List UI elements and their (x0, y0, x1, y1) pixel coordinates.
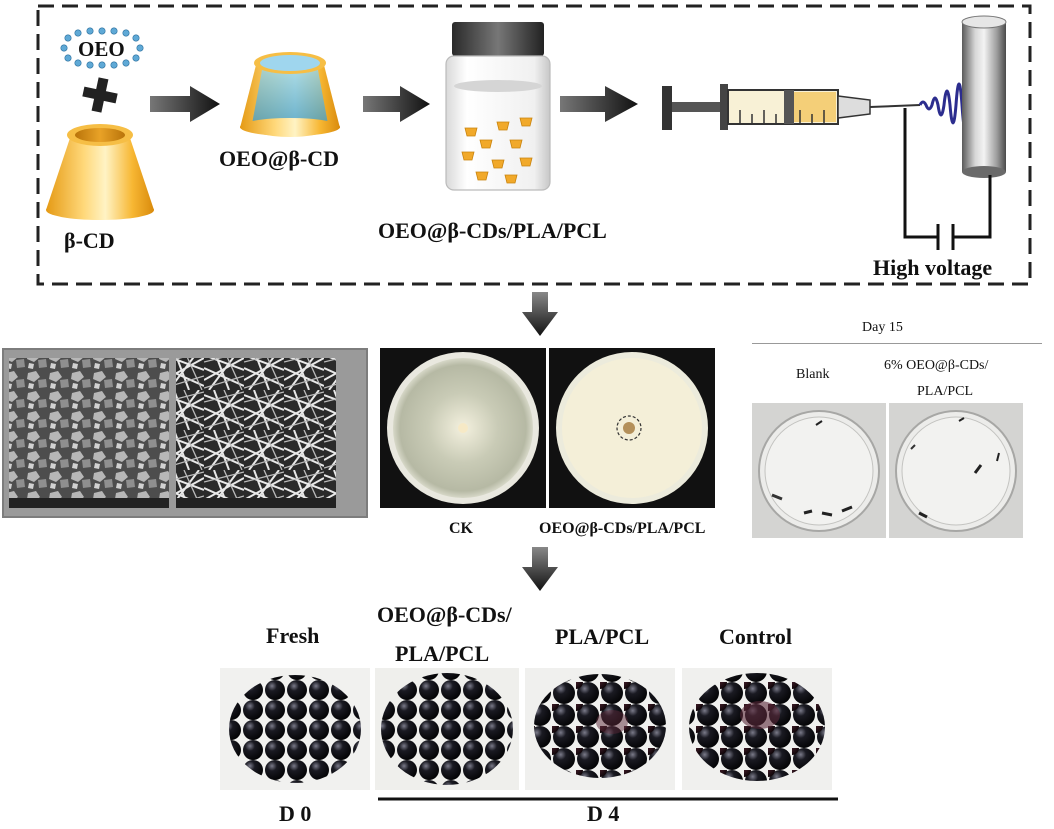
oeo-beta-cd-complex-icon (240, 52, 340, 137)
arrow-right-icon (363, 86, 430, 122)
day15-title: Day 15 (862, 320, 903, 335)
oeo-beta-cd-label: OEO@β-CD (219, 146, 340, 171)
blank-dish-photo (752, 403, 886, 538)
treated-dish-label-line2: PLA/PCL (917, 384, 974, 399)
fresh-label: Fresh (266, 623, 320, 648)
control-berry-label: Control (719, 624, 792, 649)
arrow-down-icon (522, 547, 558, 591)
sem-micrographs (9, 358, 336, 508)
d4-label: D 4 (587, 801, 620, 826)
spinning-solution-vial-icon (445, 22, 551, 191)
oeo-droplets (60, 27, 144, 69)
treated-plate-photo (549, 348, 715, 508)
d0-label: D 0 (279, 801, 312, 826)
plus-icon (82, 77, 118, 113)
syringe-icon (662, 84, 921, 130)
beta-cd-cone-icon (46, 124, 154, 220)
blank-label: Blank (796, 367, 830, 382)
ck-plate-photo (380, 348, 546, 508)
fabrication-scheme-panel (36, 4, 1032, 286)
arrow-right-icon (150, 86, 220, 122)
dashed-border (36, 4, 1032, 286)
arrow-right-icon (560, 86, 638, 122)
arrow-down-icon (522, 292, 558, 336)
beta-cd-label: β-CD (64, 228, 115, 253)
treated-dish-photo (889, 403, 1023, 538)
ck-label: CK (449, 520, 473, 537)
high-voltage-label: High voltage (873, 255, 993, 280)
oeo-label: OEO (78, 37, 125, 61)
oeo-berry-label-line2: PLA/PCL (395, 641, 490, 666)
plapcl-berry-label: PLA/PCL (555, 624, 650, 649)
day15-divider (752, 343, 1042, 344)
high-voltage-circuit (903, 108, 992, 250)
sem-images-frame (2, 348, 368, 518)
treated-dish-label-line1: 6% OEO@β-CDs/ (884, 358, 989, 373)
solution-label: OEO@β-CDs/PLA/PCL (378, 218, 607, 243)
oeo-berry-label-line1: OEO@β-CDs/ (377, 602, 512, 627)
treated-plate-label: OEO@β-CDs/PLA/PCL (539, 520, 706, 537)
collector-drum-icon (961, 15, 1007, 178)
